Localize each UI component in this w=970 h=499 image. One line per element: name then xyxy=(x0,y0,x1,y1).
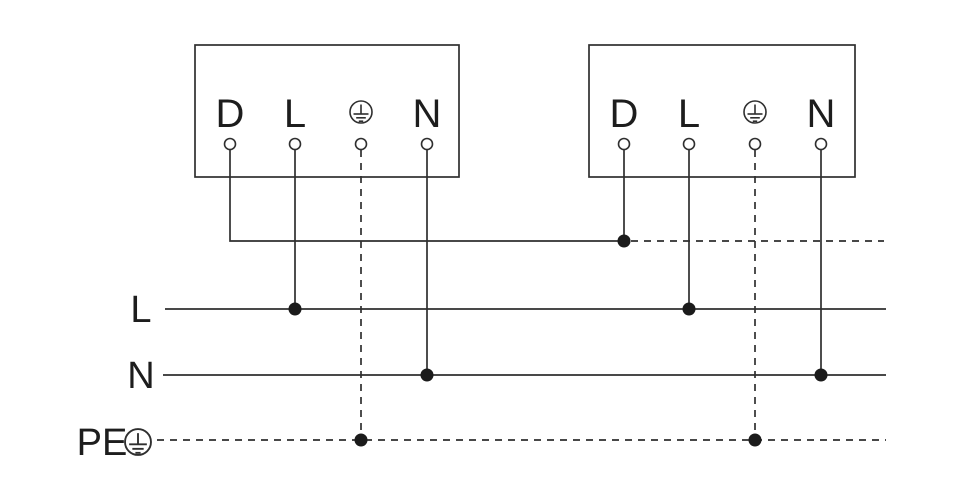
junction-device2-neutral xyxy=(814,368,828,382)
device-1-terminal-label-l: L xyxy=(284,92,306,136)
device-1-outline xyxy=(194,44,460,178)
device-1-terminal-pin-pe xyxy=(354,137,368,151)
device-2-terminal-pin-pe xyxy=(748,137,762,151)
device-2-outline xyxy=(588,44,856,178)
device-2-terminal-label-d: D xyxy=(610,92,639,136)
bus-label-neutral: N xyxy=(127,355,154,397)
device-2-terminal-label-l: L xyxy=(678,92,700,136)
junction-d-link xyxy=(617,234,631,248)
wire-device1-d-link xyxy=(229,150,624,242)
junction-device1-live xyxy=(288,302,302,316)
protective-earth-icon xyxy=(349,100,373,124)
device-1-terminal-pin-d xyxy=(223,137,237,151)
device-2: D L N xyxy=(588,44,856,178)
junction-device1-neutral xyxy=(420,368,434,382)
junction-device2-pe xyxy=(748,433,762,447)
supply-buses xyxy=(157,308,886,441)
junction-device2-live xyxy=(682,302,696,316)
device-1-wires xyxy=(229,150,624,440)
device-2-terminal-label-n: N xyxy=(807,92,836,136)
device-2-wires xyxy=(623,150,884,440)
bus-label-live: L xyxy=(130,289,151,331)
bus-label-pe: PE xyxy=(77,422,128,464)
device-1-terminal-pin-l xyxy=(288,137,302,151)
junction-device1-pe xyxy=(354,433,368,447)
device-1-terminal-label-n: N xyxy=(413,92,442,136)
device-2-terminal-pin-l xyxy=(682,137,696,151)
device-2-terminal-pin-n xyxy=(814,137,828,151)
protective-earth-icon xyxy=(124,428,152,456)
bus-labels: L N PE xyxy=(77,289,155,464)
protective-earth-icon xyxy=(743,100,767,124)
device-2-terminal-pin-d xyxy=(617,137,631,151)
junction-dots xyxy=(288,234,828,447)
device-1: D L N xyxy=(194,44,460,178)
device-1-terminal-label-d: D xyxy=(216,92,245,136)
device-1-terminal-pin-n xyxy=(420,137,434,151)
